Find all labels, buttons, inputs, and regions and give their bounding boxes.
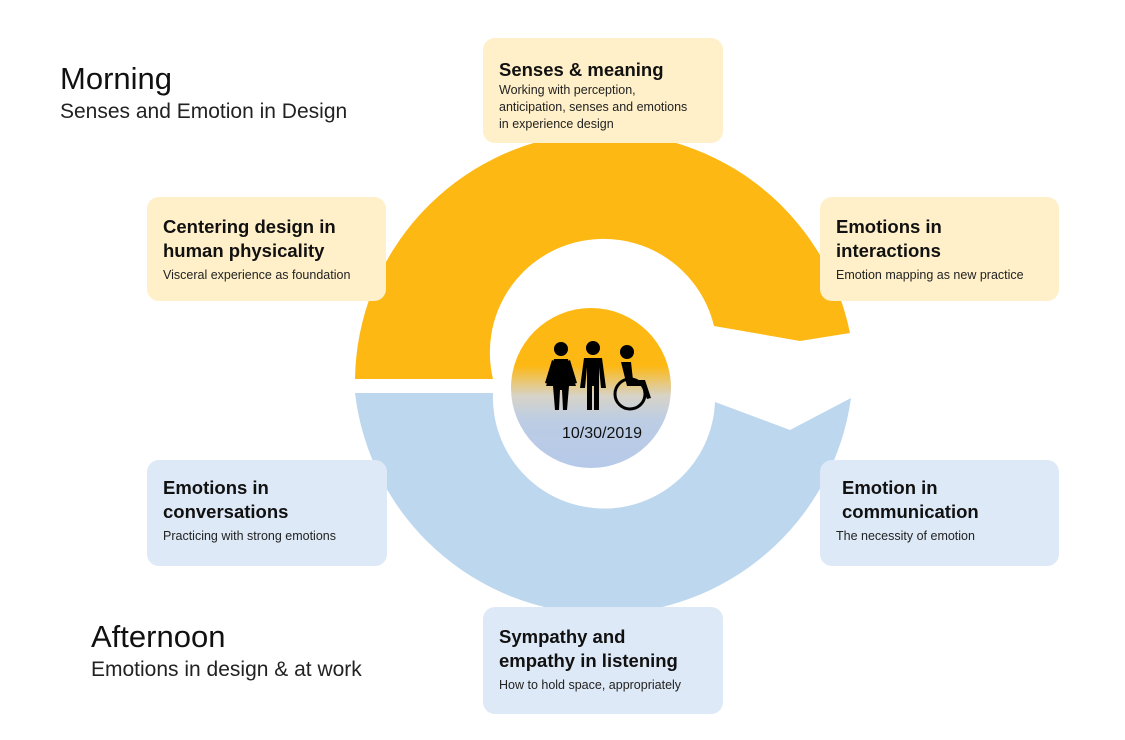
topic-senses-meaning: Senses & meaning Working with perception… <box>483 38 723 143</box>
topic-emotion-communication: Emotion in communication The necessity o… <box>820 460 1059 566</box>
topic-title: Emotions in interactions <box>836 216 942 261</box>
morning-ring-segment <box>355 132 850 379</box>
wheelchair-icon <box>613 345 651 411</box>
morning-subtitle: Senses and Emotion in Design <box>60 100 348 123</box>
topic-description: Practicing with strong emotions <box>163 529 336 543</box>
topic-title: Centering design in human physicality <box>163 216 336 261</box>
afternoon-ring-segment <box>355 393 851 615</box>
topic-description: Emotion mapping as new practice <box>836 268 1024 282</box>
topic-description: Visceral experience as foundation <box>163 268 351 282</box>
topic-title: Emotions in conversations <box>163 477 289 522</box>
event-date: 10/30/2019 <box>561 425 643 442</box>
topic-emotions-conversations: Emotions in conversations Practicing wit… <box>147 460 387 566</box>
topic-description: The necessity of emotion <box>836 529 975 543</box>
topic-centering-design: Centering design in human physicality Vi… <box>147 197 386 301</box>
afternoon-session-heading: Afternoon Emotions in design & at work <box>91 620 362 683</box>
morning-session-heading: Morning Senses and Emotion in Design <box>60 62 347 125</box>
afternoon-subtitle: Emotions in design & at work <box>91 658 362 681</box>
topic-description: How to hold space, appropriately <box>499 678 682 692</box>
people-accessibility-icon <box>545 341 651 411</box>
topic-title: Emotion in communication <box>842 477 979 522</box>
afternoon-title: Afternoon <box>91 619 226 654</box>
topic-title: Senses & meaning <box>499 59 664 80</box>
topic-title: Sympathy and empathy in listening <box>499 626 678 671</box>
topic-description: Working with perception, anticipation, s… <box>499 83 688 131</box>
morning-title: Morning <box>60 61 172 96</box>
woman-icon <box>545 342 577 410</box>
man-icon <box>580 341 606 410</box>
topic-emotions-interactions: Emotions in interactions Emotion mapping… <box>820 197 1059 301</box>
topic-sympathy-empathy-listening: Sympathy and empathy in listening How to… <box>483 607 723 714</box>
